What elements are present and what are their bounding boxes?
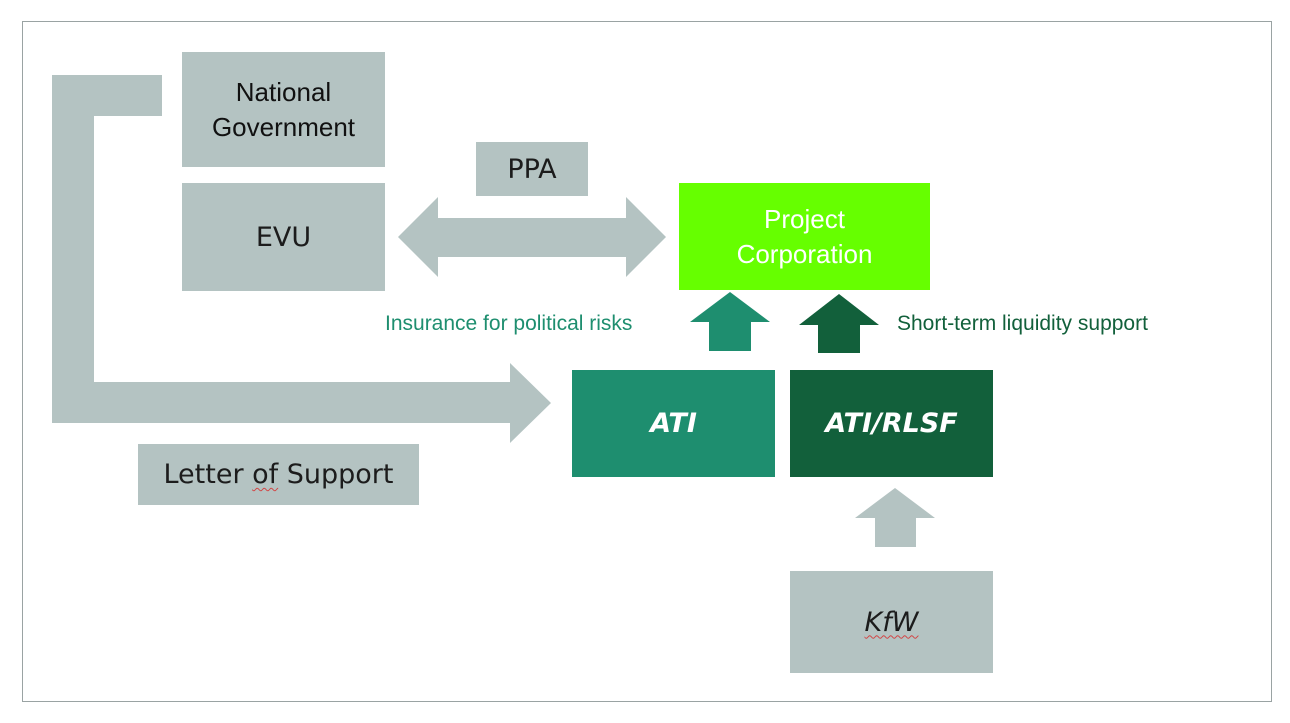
national-government-line1: National [235, 76, 332, 107]
kfw-label: KfW [864, 606, 919, 638]
evu-label: EVU [255, 221, 312, 253]
government-to-ati-arrow [52, 75, 551, 443]
national-government-box: National Government [182, 52, 385, 167]
project-corporation-box: Project Corporation [679, 183, 930, 290]
project-corporation-line2: Corporation [736, 238, 873, 269]
letter-text-after: Support [278, 459, 394, 490]
evu-project-double-arrow [398, 197, 666, 277]
insurance-caption: Insurance for political risks [385, 312, 633, 335]
project-corporation-line1: Project [764, 203, 845, 234]
kfw-box: KfW [790, 571, 993, 673]
ati-box: ATI [572, 370, 775, 477]
letter-of-support-label: Letter of Support [163, 459, 393, 490]
liquidity-caption: Short-term liquidity support [897, 312, 1148, 335]
letter-text-before: Letter [163, 459, 253, 490]
ati-rlsf-box: ATI/RLSF [790, 370, 993, 477]
letter-of-support-box: Letter of Support [138, 444, 419, 505]
national-government-line2: Government [211, 111, 356, 142]
ati-rlsf-up-arrow [799, 294, 879, 353]
evu-box: EVU [182, 183, 385, 291]
ati-rlsf-label: ATI/RLSF [825, 408, 958, 439]
ppa-box: PPA [476, 142, 588, 196]
letter-text-word: of [252, 459, 279, 490]
kfw-up-arrow [855, 488, 935, 547]
ppa-label: PPA [507, 153, 557, 185]
ati-label: ATI [650, 408, 697, 439]
ati-up-arrow [690, 292, 770, 351]
